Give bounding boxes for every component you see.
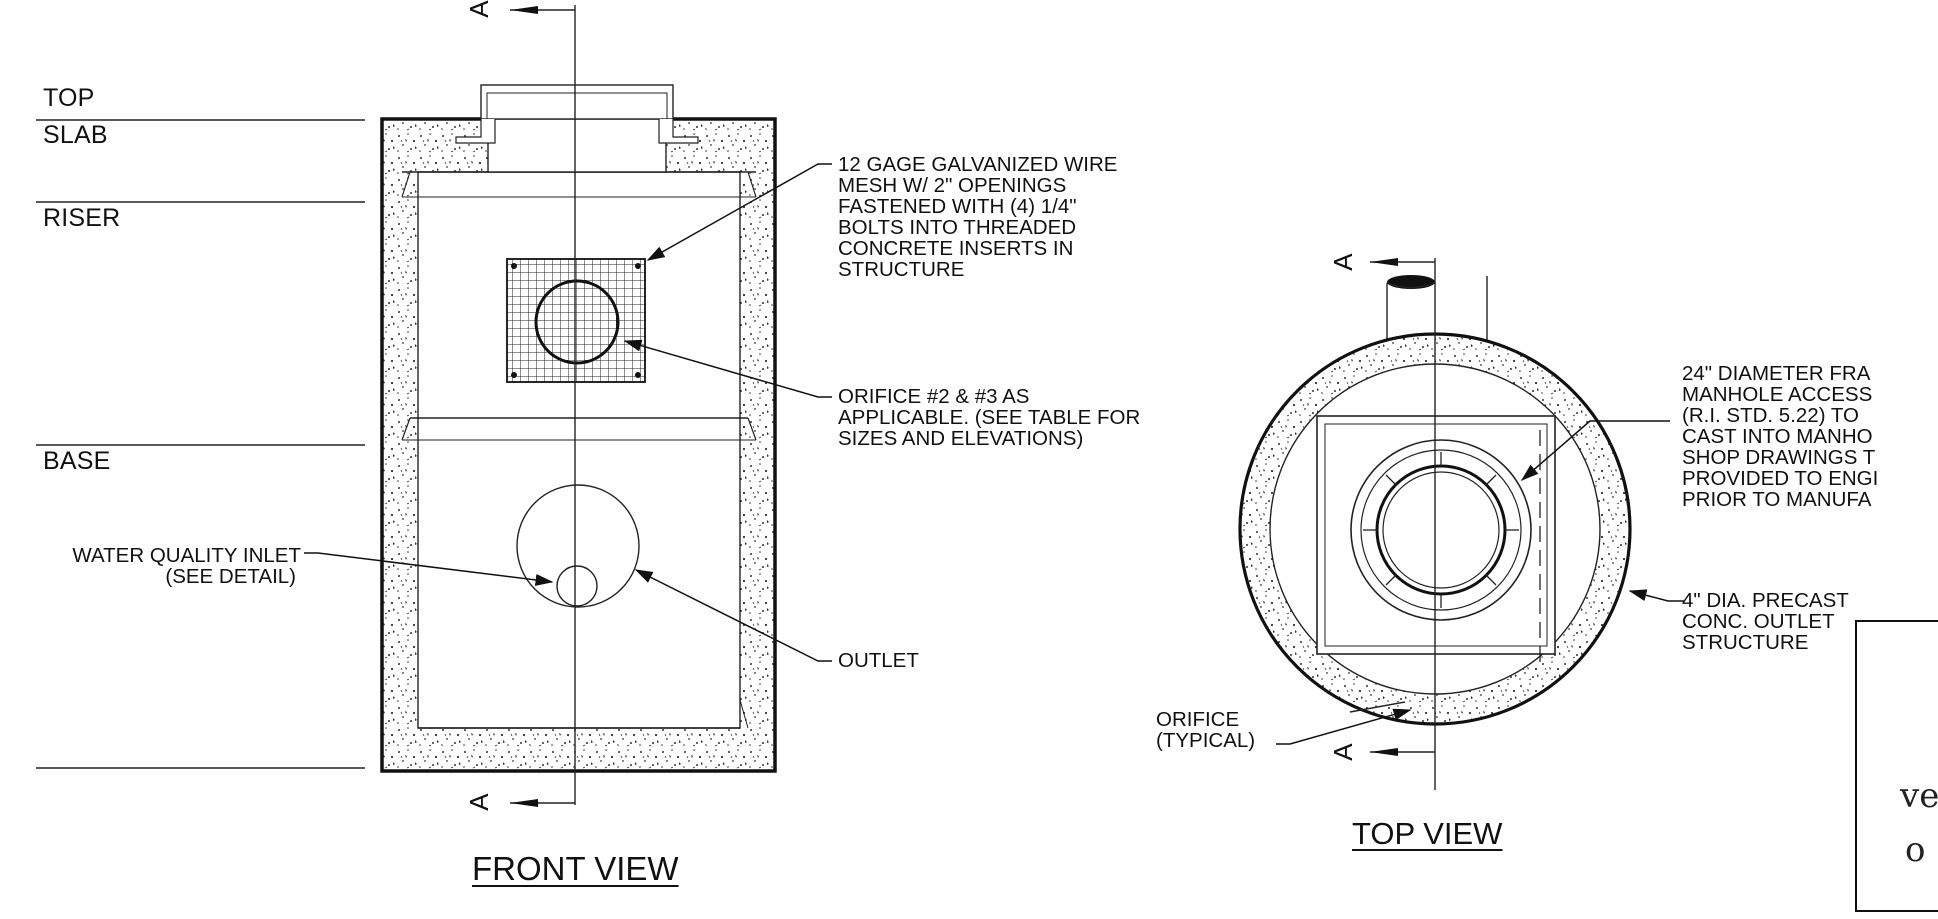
section-marker-front-top: A [463, 0, 494, 18]
note-orifice-typical: ORIFICE (TYPICAL) [1156, 709, 1255, 751]
section-marker-front-bottom: A [463, 793, 494, 811]
note-line: SHOP DRAWINGS T [1682, 446, 1876, 469]
level-lines [36, 119, 365, 769]
note-orifice: ORIFICE #2 & #3 AS APPLICABLE. (SEE TABL… [838, 386, 1140, 449]
note-line: 12 GAGE GALVANIZED WIRE [838, 153, 1118, 176]
level-label-base: BASE [43, 447, 111, 475]
note-line: ORIFICE #2 & #3 AS [838, 385, 1030, 408]
note-line: CONCRETE INSERTS IN [838, 237, 1074, 260]
front-view-title: FRONT VIEW [472, 850, 679, 887]
note-line: (SEE DETAIL) [165, 565, 296, 588]
note-line: 24" DIAMETER FRA [1682, 362, 1871, 385]
section-marker-top-top: A [1327, 253, 1358, 271]
note-line: SIZES AND ELEVATIONS) [838, 427, 1084, 450]
note-line: PRIOR TO MANUFA [1682, 488, 1872, 511]
note-line: ORIFICE [1156, 708, 1240, 731]
level-label-top: TOP [43, 84, 95, 112]
note-line: FASTENED WITH (4) 1/4" [838, 195, 1077, 218]
note-outlet-structure: 4" DIA. PRECAST CONC. OUTLET STRUCTURE [1682, 590, 1849, 653]
note-line: (R.I. STD. 5.22) TO [1682, 404, 1859, 427]
front-view-leaders [304, 163, 832, 662]
note-line: CAST INTO MANHO [1682, 425, 1873, 448]
note-line: STRUCTURE [1682, 631, 1809, 654]
note-line: STRUCTURE [838, 258, 965, 281]
note-frame: 24" DIAMETER FRA MANHOLE ACCESS (R.I. ST… [1682, 363, 1878, 510]
note-outlet: OUTLET [838, 649, 919, 672]
note-line: BOLTS INTO THREADED [838, 216, 1077, 239]
front-view-structure [380, 5, 777, 807]
note-line: CONC. OUTLET [1682, 610, 1835, 633]
top-view-structure [1238, 258, 1632, 790]
level-label-riser: RISER [43, 204, 121, 232]
note-line: WATER QUALITY INLET [72, 544, 301, 567]
stamp-text-line-2: o [1905, 830, 1926, 870]
note-line: MANHOLE ACCESS [1682, 383, 1873, 406]
note-line: MESH W/ 2" OPENINGS [838, 174, 1067, 197]
note-line: APPLICABLE. (SEE TABLE FOR [838, 406, 1141, 429]
stamp-text-line-1: ve [1900, 776, 1938, 816]
top-view-title: TOP VIEW [1352, 816, 1503, 851]
note-line: (TYPICAL) [1156, 729, 1256, 752]
note-wire-mesh: 12 GAGE GALVANIZED WIRE MESH W/ 2" OPENI… [838, 154, 1117, 280]
level-label-slab: SLAB [43, 121, 108, 149]
stamp-border [1855, 620, 1938, 912]
note-line: 4" DIA. PRECAST [1682, 589, 1849, 612]
note-line: PROVIDED TO ENGI [1682, 467, 1879, 490]
section-marker-top-bottom: A [1327, 743, 1358, 761]
note-water-quality-inlet: WATER QUALITY INLET (SEE DETAIL) [51, 545, 301, 587]
top-view-leaders [1276, 420, 1684, 745]
